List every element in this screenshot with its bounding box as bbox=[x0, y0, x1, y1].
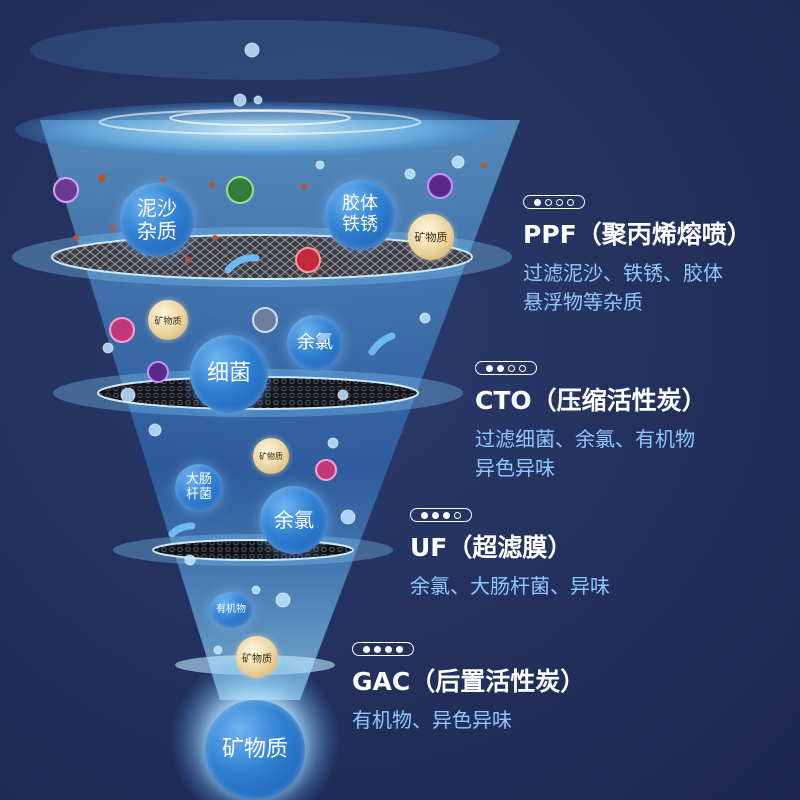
stage-title: PPF（聚丙烯熔喷） bbox=[523, 220, 752, 249]
stage-title: UF（超滤膜） bbox=[410, 533, 573, 562]
stage-title: CTO（压缩活性炭） bbox=[475, 386, 707, 415]
bubble-chlorine-1: 余氯 bbox=[287, 315, 343, 371]
stage-description: 过滤泥沙、铁锈、胶体 悬浮物等杂质 bbox=[523, 261, 723, 314]
stage-ppf: PPF（聚丙烯熔喷） 过滤泥沙、铁锈、胶体 悬浮物等杂质 bbox=[523, 195, 752, 317]
mineral-tag: 矿物质 bbox=[253, 438, 289, 474]
stage-indicator bbox=[410, 508, 472, 522]
mineral-tag: 矿物质 bbox=[148, 300, 188, 340]
bubble-bacteria: 细菌 bbox=[190, 335, 268, 413]
stage-indicator bbox=[352, 642, 414, 656]
water-surface-disc bbox=[15, 102, 505, 158]
stage-uf: UF（超滤膜） 余氯、大肠杆菌、异味 bbox=[410, 508, 610, 601]
virus-icons bbox=[53, 173, 453, 481]
stage-title: GAC（后置活性炭） bbox=[352, 667, 586, 696]
bubble-chlorine-2: 余氯 bbox=[260, 486, 328, 554]
stage-indicator bbox=[523, 195, 585, 209]
mineral-tag: 矿物质 bbox=[236, 636, 278, 678]
bacteria-rod-icons bbox=[168, 254, 396, 538]
stage-description: 有机物、异色异味 bbox=[352, 708, 512, 732]
bubble-sediment: 泥沙 杂质 bbox=[120, 183, 194, 257]
bubble-ecoli: 大肠 杆菌 bbox=[175, 464, 223, 512]
stage-description: 过滤细菌、余氯、有机物 异色异味 bbox=[475, 427, 695, 480]
bubble-colloid-rust: 胶体 铁锈 bbox=[325, 180, 395, 250]
bubble-organic: 有机物 bbox=[210, 592, 252, 628]
stage-cto: CTO（压缩活性炭） 过滤细菌、余氯、有机物 异色异味 bbox=[475, 361, 707, 483]
mineral-tag: 矿物质 bbox=[408, 214, 454, 260]
stage-gac: GAC（后置活性炭） 有机物、异色异味 bbox=[352, 642, 585, 735]
water-droplets bbox=[102, 42, 465, 655]
stage-description: 余氯、大肠杆菌、异味 bbox=[410, 574, 610, 598]
bubble-mineral-final: 矿物质 bbox=[205, 700, 305, 800]
stage-indicator bbox=[475, 361, 537, 375]
